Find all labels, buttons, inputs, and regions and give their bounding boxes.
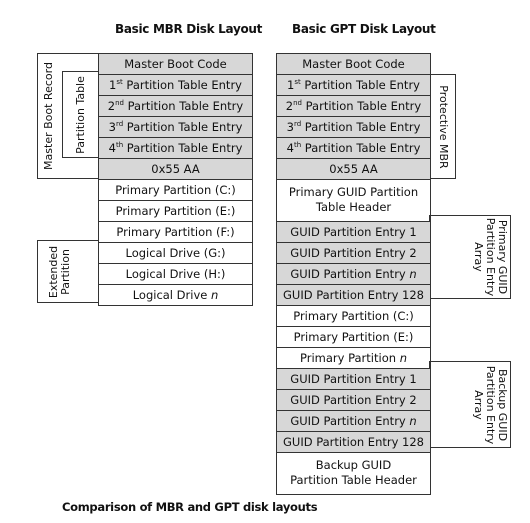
mbr-primary-partition-c: Primary Partition (C:)	[99, 180, 252, 201]
mbr-partition-entry-2: 2nd Partition Table Entry	[99, 96, 252, 117]
gpt-partition-entry-2: 2nd Partition Table Entry	[277, 96, 430, 117]
master-boot-record-label: Master Boot Record	[42, 62, 55, 170]
gpt-master-boot-code: Master Boot Code	[277, 54, 430, 75]
gpt-backup-entry-1: GUID Partition Entry 1	[277, 369, 430, 390]
gpt-guid-entry-n: GUID Partition Entry n	[277, 264, 430, 285]
mbr-primary-partition-e: Primary Partition (E:)	[99, 201, 252, 222]
gpt-guid-entry-2: GUID Partition Entry 2	[277, 243, 430, 264]
gpt-backup-entry-2: GUID Partition Entry 2	[277, 390, 430, 411]
gpt-primary-partition-c: Primary Partition (C:)	[277, 306, 430, 327]
extended-label-line2: Partition	[59, 248, 72, 295]
gpt-backup-entry-128: GUID Partition Entry 128	[277, 432, 430, 453]
extended-partition-bracket: Extended Partition	[37, 240, 99, 303]
gpt-boot-signature: 0x55 AA	[277, 159, 430, 180]
gpt-guid-entry-1: GUID Partition Entry 1	[277, 222, 430, 243]
mbr-primary-partition-f: Primary Partition (F:)	[99, 222, 252, 243]
gpt-partition-entry-4: 4th Partition Table Entry	[277, 138, 430, 159]
mbr-boot-signature: 0x55 AA	[99, 159, 252, 180]
primary-guid-array-bracket: Primary GUID Partition Entry Array	[429, 215, 511, 299]
gpt-disk-layout: Master Boot Code 1st Partition Table Ent…	[276, 53, 431, 495]
mbr-logical-drive-n: Logical Drive n	[99, 285, 252, 306]
backup-guid-array-bracket: Backup GUID Partition Entry Array	[429, 361, 511, 448]
mbr-title: Basic MBR Disk Layout	[115, 22, 263, 36]
mbr-partition-entry-4: 4th Partition Table Entry	[99, 138, 252, 159]
gpt-partition-entry-1: 1st Partition Table Entry	[277, 75, 430, 96]
mbr-partition-entry-3: 3rd Partition Table Entry	[99, 117, 252, 138]
gpt-guid-entry-128: GUID Partition Entry 128	[277, 285, 430, 306]
mbr-disk-layout: Master Boot Code 1st Partition Table Ent…	[98, 53, 253, 306]
partition-table-bracket: Partition Table	[62, 71, 99, 158]
protective-mbr-bracket: Protective MBR	[429, 74, 456, 179]
protective-mbr-label: Protective MBR	[437, 84, 450, 169]
mbr-logical-drive-h: Logical Drive (H:)	[99, 264, 252, 285]
gpt-backup-entry-n: GUID Partition Entry n	[277, 411, 430, 432]
partition-table-label: Partition Table	[74, 75, 87, 154]
mbr-logical-drive-g: Logical Drive (G:)	[99, 243, 252, 264]
extended-partition-label: Extended Partition	[47, 245, 72, 297]
gpt-primary-partition-n: Primary Partition n	[277, 348, 430, 369]
backup-guid-array-label: Backup GUID Partition Entry Array	[472, 365, 509, 444]
gpt-partition-entry-3: 3rd Partition Table Entry	[277, 117, 430, 138]
mbr-master-boot-code: Master Boot Code	[99, 54, 252, 75]
gpt-title: Basic GPT Disk Layout	[292, 22, 436, 36]
mbr-partition-entry-1: 1st Partition Table Entry	[99, 75, 252, 96]
figure-caption: Comparison of MBR and GPT disk layouts	[62, 500, 318, 514]
primary-guid-array-label: Primary GUID Partition Entry Array	[472, 217, 509, 297]
gpt-primary-partition-e: Primary Partition (E:)	[277, 327, 430, 348]
